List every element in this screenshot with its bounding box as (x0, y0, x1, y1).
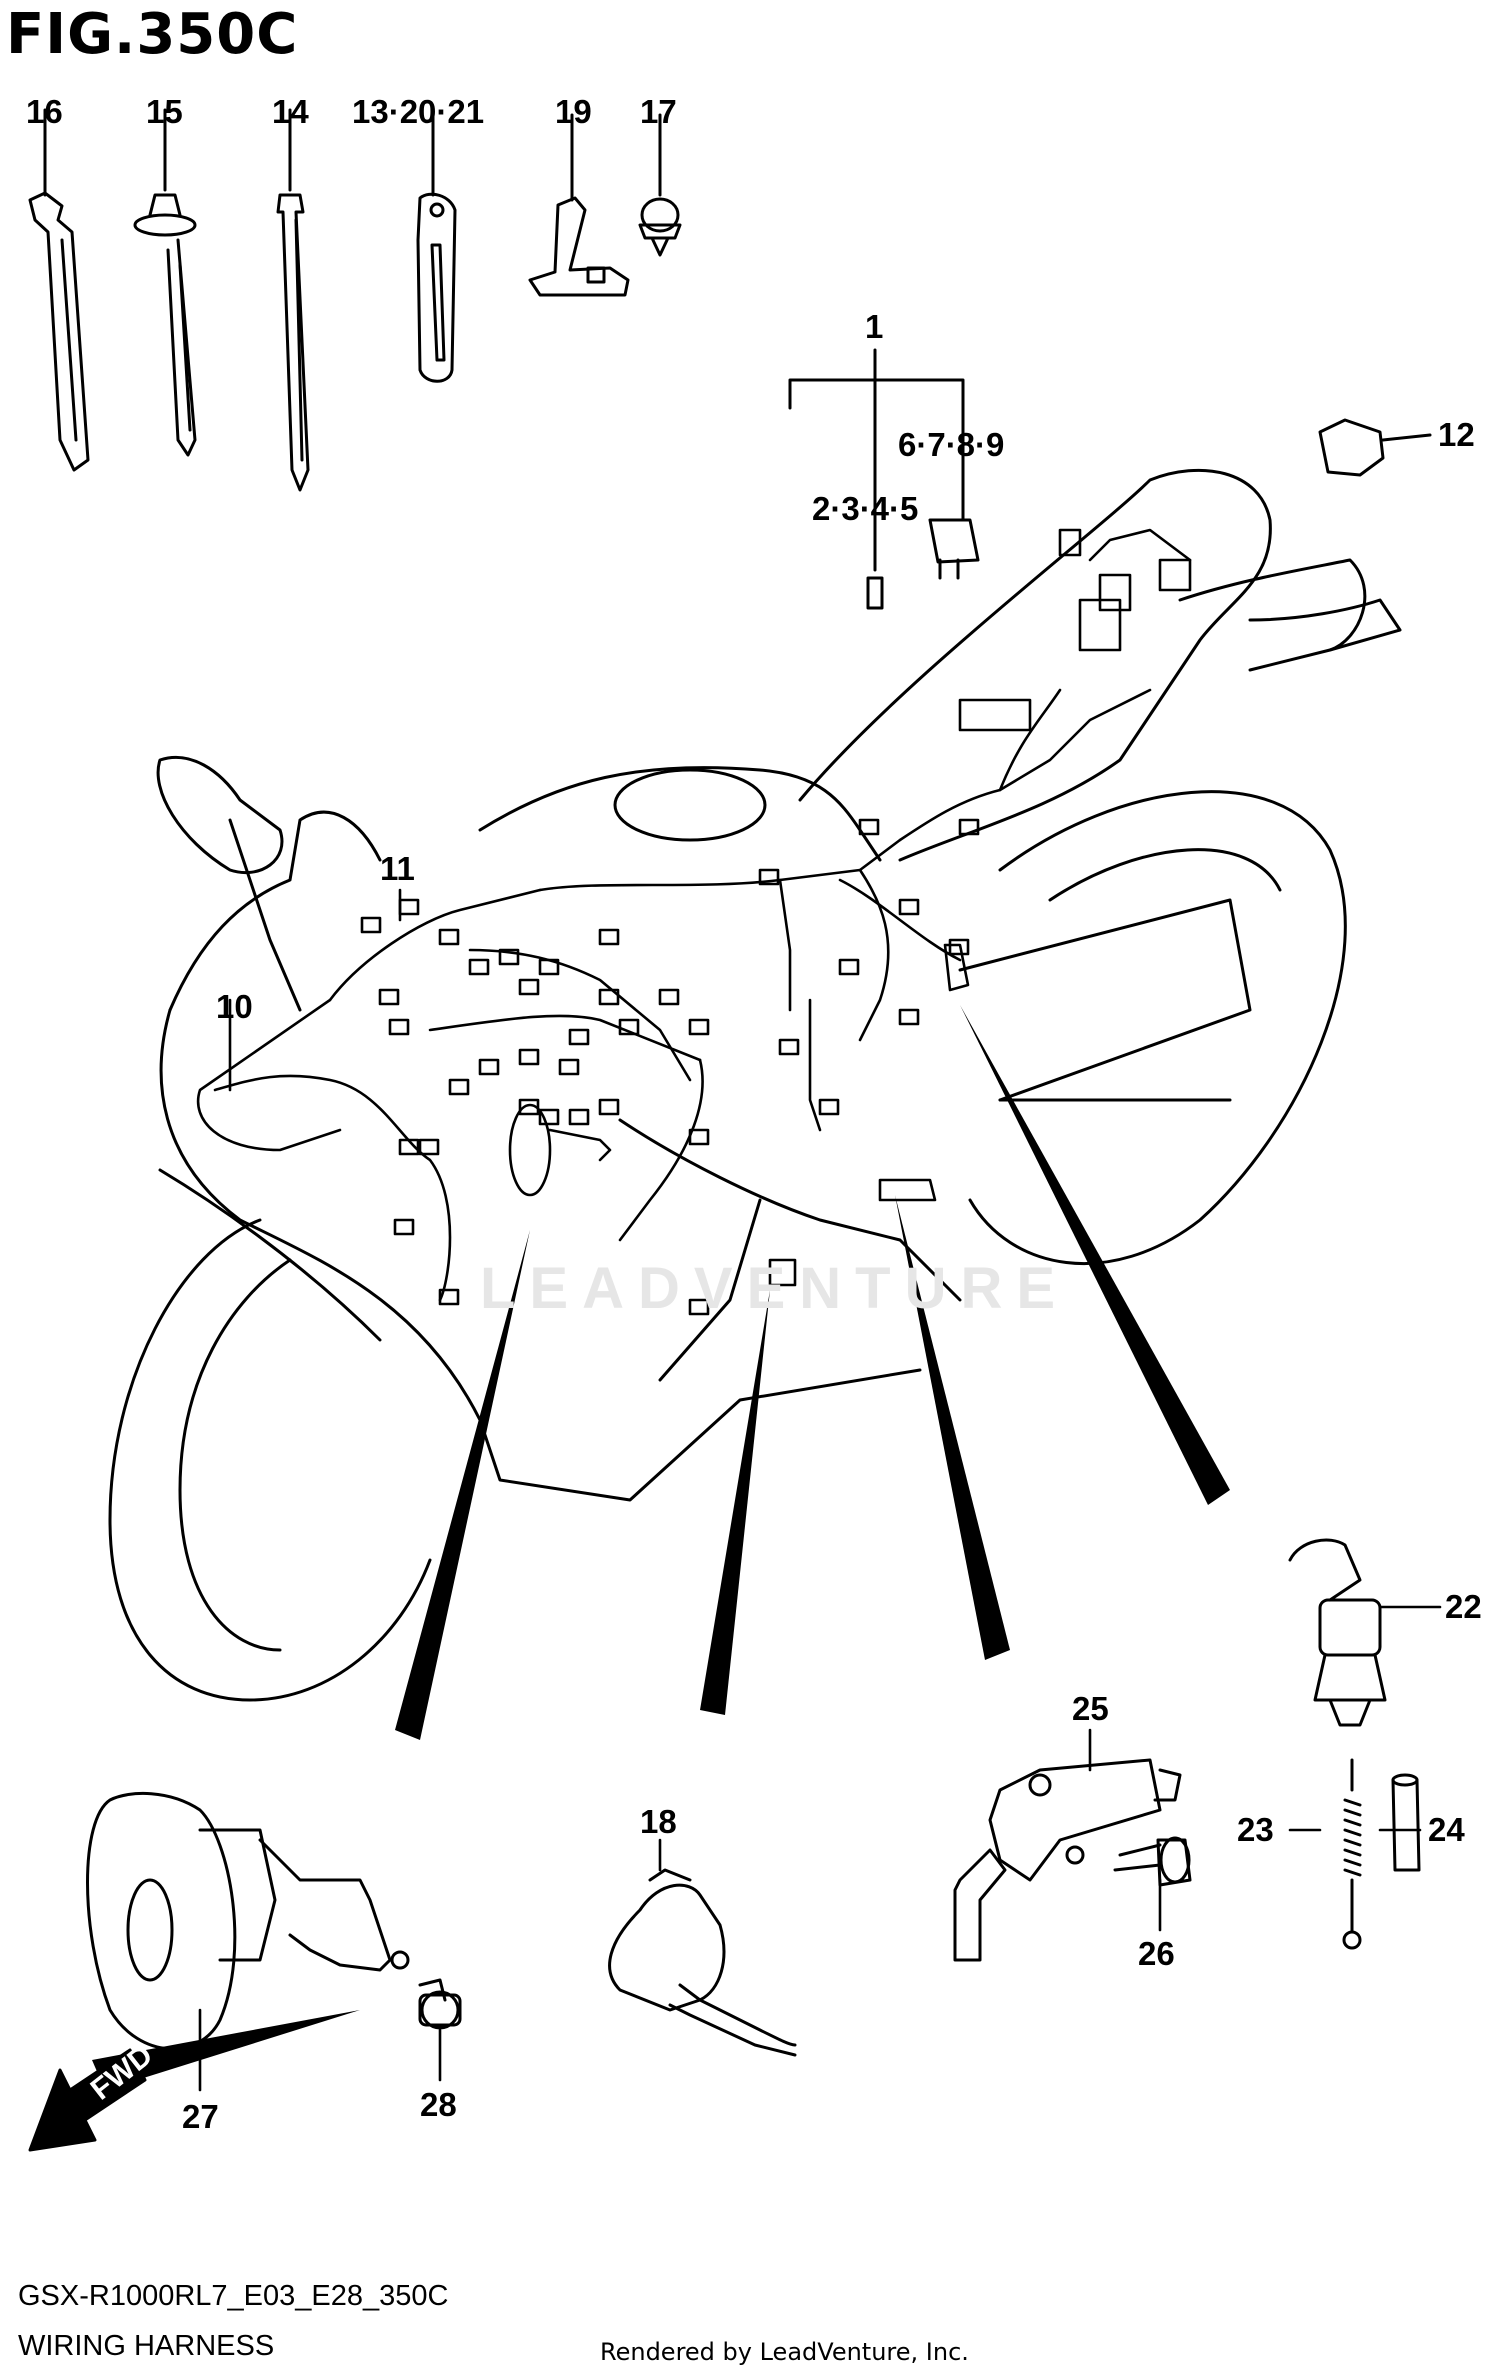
clip-17 (638, 113, 682, 257)
callout-16: 16 (26, 93, 63, 130)
connector-12 (1318, 418, 1432, 477)
spring-23 (1342, 1758, 1362, 1950)
pointer-wedges (92, 1005, 1230, 2090)
callout-28: 28 (420, 2086, 457, 2123)
figure-title: FIG.350C (6, 2, 299, 67)
leader-lines (198, 888, 1442, 2092)
figure-name: WIRING HARNESS (18, 2330, 275, 2362)
wiring-harness (196, 528, 1192, 1316)
callout-12: 12 (1438, 416, 1475, 453)
sensor-18 (608, 1868, 797, 2057)
callout-14: 14 (272, 93, 309, 130)
cable-tie-16 (28, 108, 90, 472)
callout-27: 27 (182, 2098, 219, 2135)
callout-19: 19 (555, 93, 592, 130)
cable-tie-14 (276, 108, 310, 492)
callout-6-7-8-9: 6·7·8·9 (898, 426, 1005, 463)
callout-22: 22 (1445, 1588, 1482, 1625)
sensor-25 (953, 1758, 1182, 1962)
callout-23: 23 (1237, 1811, 1274, 1848)
callout-10: 10 (216, 988, 253, 1025)
callout-24: 24 (1428, 1811, 1465, 1848)
relay-fuse-group (788, 348, 980, 610)
horn-27 (86, 1791, 410, 2051)
fwd-arrow-icon (28, 2048, 147, 2152)
callout-11: 11 (380, 850, 415, 887)
callout-26: 26 (1138, 1935, 1175, 1972)
callout-1: 1 (865, 308, 884, 345)
screw-26 (1113, 1836, 1192, 1887)
bolt-28 (418, 1978, 462, 2030)
clamp-13 (416, 113, 457, 383)
callout-15: 15 (146, 93, 183, 130)
watermark-text: LEADVENTURE (480, 1256, 1070, 1321)
clip-tie-15 (133, 108, 197, 457)
bracket-19 (528, 113, 630, 297)
callout-13-20-21: 13·20·21 (352, 93, 485, 130)
switch-22 (1288, 1538, 1387, 1727)
callout-25: 25 (1072, 1690, 1109, 1727)
callout-17: 17 (640, 93, 677, 130)
callout-18: 18 (640, 1803, 677, 1840)
pipe-24 (1391, 1773, 1421, 1872)
callout-2-3-4-5: 2·3·4·5 (812, 490, 919, 527)
motorcycle-outline (108, 468, 1402, 1702)
model-code: GSX-R1000RL7_E03_E28_350C (18, 2280, 449, 2312)
render-credit: Rendered by LeadVenture, Inc. (600, 2338, 969, 2366)
